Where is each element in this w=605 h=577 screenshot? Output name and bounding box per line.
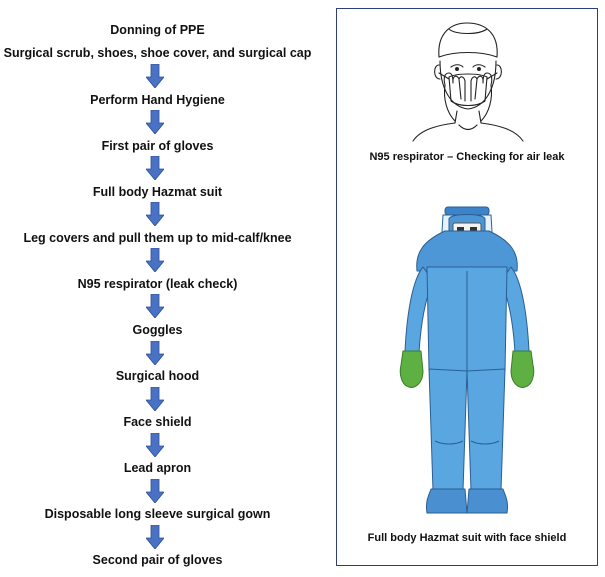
hazmat-suit-illustration — [399, 206, 535, 514]
illustration-panel: N95 respirator – Checking for air leak — [336, 8, 598, 566]
flow-arrow-10 — [146, 479, 164, 503]
step-surgical-hood: Surgical hood — [115, 369, 200, 383]
step-n95-respirator: N95 respirator (leak check) — [77, 277, 238, 291]
step-leg-covers: Leg covers and pull them up to mid-calf/… — [23, 231, 292, 245]
hazmat-caption: Full body Hazmat suit with face shield — [367, 532, 567, 544]
flow-arrow-2 — [146, 110, 164, 134]
n95-caption: N95 respirator – Checking for air leak — [369, 151, 565, 163]
flow-arrow-11 — [146, 525, 164, 549]
flow-arrow-4 — [146, 202, 164, 226]
step-first-gloves: First pair of gloves — [101, 139, 214, 153]
flow-arrow-8 — [146, 387, 164, 411]
step-scrub-shoes-cap: Surgical scrub, shoes, shoe cover, and s… — [3, 46, 312, 60]
step-goggles: Goggles — [132, 323, 183, 337]
flow-arrow-3 — [146, 156, 164, 180]
flow-arrow-9 — [146, 433, 164, 457]
step-second-gloves: Second pair of gloves — [92, 553, 223, 567]
flow-arrow-1 — [146, 64, 164, 88]
flow-title: Donning of PPE — [110, 23, 205, 37]
step-surgical-gown: Disposable long sleeve surgical gown — [44, 507, 271, 521]
step-hazmat-suit: Full body Hazmat suit — [92, 185, 223, 199]
donning-flowchart: Donning of PPE Surgical scrub, shoes, sh… — [3, 23, 312, 567]
step-hand-hygiene: Perform Hand Hygiene — [90, 93, 225, 107]
n95-leak-check-illustration — [412, 22, 524, 142]
flow-arrow-6 — [146, 294, 164, 318]
flow-arrow-5 — [146, 248, 164, 272]
step-face-shield: Face shield — [123, 415, 192, 429]
step-lead-apron: Lead apron — [123, 461, 192, 475]
flow-arrow-7 — [146, 341, 164, 365]
